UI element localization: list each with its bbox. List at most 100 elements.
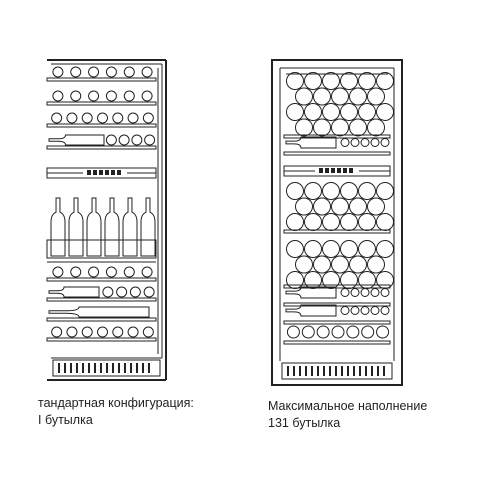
bottle-row [340, 306, 390, 315]
bottle-end [376, 182, 394, 200]
bottle-end [380, 306, 390, 315]
bottle-end [350, 288, 360, 297]
bottle-end [70, 266, 82, 278]
bottle-end [367, 197, 385, 216]
bottle-end [286, 270, 304, 289]
bottle-end [127, 112, 139, 124]
bottle-end [358, 102, 376, 121]
bottle-row [51, 112, 154, 124]
standard-configuration-title: тандартная конфигурация: [38, 396, 194, 410]
bottle-row [52, 66, 153, 78]
bottle-end [105, 266, 117, 278]
bottle-row [105, 134, 156, 146]
control-button-icon [331, 168, 335, 173]
lying-bottle [48, 134, 105, 146]
cabinet-outline [271, 59, 403, 386]
bottle-outline [48, 134, 105, 146]
bottle-end [376, 72, 394, 90]
bottle-end [350, 306, 360, 315]
bottle-end [367, 255, 385, 274]
maximum-capacity-bottle-count: 131 бутылка [268, 416, 341, 430]
bottle-end [340, 306, 350, 315]
bottle-end [141, 90, 153, 102]
bottle-end [360, 138, 370, 147]
bottle-end [376, 325, 390, 339]
shelf [46, 101, 157, 106]
shelf [283, 151, 391, 156]
bottle-end [301, 325, 315, 339]
upright-bottle [50, 197, 66, 257]
bottle-end [340, 270, 358, 289]
bottle-row [52, 90, 153, 102]
bottle-end [313, 118, 331, 137]
bottle-end [322, 102, 340, 121]
bottle-end [304, 240, 322, 258]
upright-bottle [104, 197, 120, 257]
bottle-end [322, 212, 340, 231]
ventilation-grille [52, 359, 161, 377]
upright-bottle [122, 197, 138, 257]
bottle-row [51, 326, 154, 338]
bottle-end [358, 182, 376, 200]
bottle-end [361, 325, 375, 339]
bottle-outline [48, 306, 150, 318]
bottle-end [349, 255, 367, 274]
control-button-icon [343, 168, 347, 173]
bottle-end [304, 270, 322, 289]
bottle-end [304, 212, 322, 231]
control-button-icon [117, 170, 121, 175]
bottle-end [52, 66, 64, 78]
control-button-icon [349, 168, 353, 173]
bottle-outline [285, 136, 337, 149]
bottle-end [127, 326, 139, 338]
bottle-end [123, 266, 135, 278]
bottle-end [112, 112, 124, 124]
bottle-end [105, 90, 117, 102]
bottle-end [129, 286, 141, 298]
bottle-end [123, 66, 135, 78]
bottle-end [346, 325, 360, 339]
shelf [46, 317, 157, 322]
control-button-icon [337, 168, 341, 173]
bottle-end [102, 286, 114, 298]
bottle-end [88, 66, 100, 78]
bottle-end [304, 102, 322, 121]
bottle-end [112, 326, 124, 338]
bottle-end [81, 112, 93, 124]
bottle-row [102, 286, 155, 298]
bottle-end [141, 66, 153, 78]
bottle-end [105, 66, 117, 78]
bottle-end [360, 288, 370, 297]
bottle-end [304, 72, 322, 90]
control-button-icon [93, 170, 97, 175]
bottle-end [313, 255, 331, 274]
maximum-capacity-cabinet [271, 59, 403, 386]
bottle-end [370, 138, 380, 147]
lying-bottle [48, 306, 150, 318]
stacked-bottles [286, 182, 394, 231]
control-button-icon [105, 170, 109, 175]
maximum-capacity-caption: Максимальное наполнение 131 бутылка [268, 398, 427, 432]
bottle-end [331, 87, 349, 106]
bottle-end [376, 240, 394, 258]
bottle-end [141, 266, 153, 278]
standard-configuration-caption: тандартная конфигурация: I бутылка [38, 395, 194, 429]
bottle-end [131, 134, 143, 146]
bottle-end [142, 326, 154, 338]
shelf [46, 297, 157, 302]
bottle-row [286, 325, 390, 339]
bottle-outline [285, 286, 337, 299]
shelf [46, 145, 157, 150]
bottle-end [286, 102, 304, 121]
bottle-outline [140, 197, 156, 257]
bottle-row [340, 138, 390, 147]
bottle-outline [48, 286, 100, 298]
shelf [46, 337, 157, 342]
control-panel [46, 167, 157, 179]
bottle-end [286, 182, 304, 200]
bottle-end [358, 212, 376, 231]
control-button-icon [319, 168, 323, 173]
bottle-end [66, 326, 78, 338]
bottle-row [340, 288, 390, 297]
